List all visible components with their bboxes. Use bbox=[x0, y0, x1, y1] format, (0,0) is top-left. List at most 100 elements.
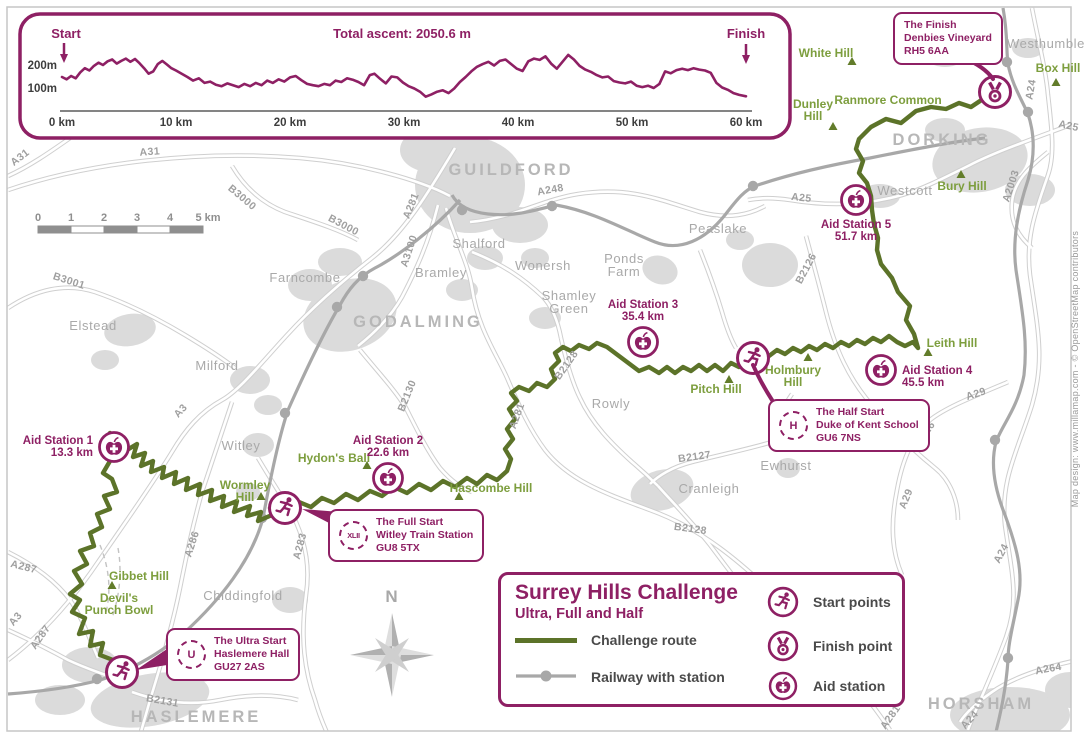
village-label: Milford bbox=[195, 358, 238, 373]
railway-station-dot bbox=[357, 270, 369, 282]
road-label: A25 bbox=[1057, 118, 1080, 134]
road-label: A31 bbox=[139, 145, 160, 158]
aid-station-marker-4 bbox=[865, 354, 897, 386]
hill-label: Hydon's Ball bbox=[298, 451, 370, 465]
village-label: Farm bbox=[608, 264, 641, 279]
hill-label: Dunley bbox=[793, 97, 833, 111]
road-label: B2128 bbox=[673, 521, 707, 537]
railway-station-dot bbox=[1022, 106, 1034, 118]
x-axis-tick: 40 km bbox=[502, 117, 535, 129]
railway-station-dot bbox=[1001, 56, 1013, 68]
hill-label: Hill bbox=[784, 375, 803, 389]
legend: Surrey Hills Challenge Ultra, Full and H… bbox=[498, 572, 905, 707]
half-callout-pointer bbox=[751, 363, 774, 402]
full-callout-postcode: GU8 5TX bbox=[376, 542, 420, 554]
finish-marker bbox=[978, 75, 1012, 109]
hill-label: Box Hill bbox=[1036, 61, 1081, 75]
half-callout-postcode: GU6 7NS bbox=[816, 432, 861, 444]
village-label: Elstead bbox=[69, 318, 117, 333]
x-axis-tick: 10 km bbox=[160, 117, 193, 129]
road-label: A3 bbox=[172, 402, 190, 421]
town-label: GUILDFORD bbox=[448, 161, 573, 179]
scale-bar-label: 1 bbox=[68, 212, 74, 224]
hill-label: Holmbury bbox=[765, 363, 821, 377]
aid-station-name: Aid Station 2 bbox=[353, 435, 423, 447]
aid-station-marker-1 bbox=[98, 431, 130, 463]
hill-triangle-icon bbox=[1051, 78, 1061, 86]
village-label: Green bbox=[549, 301, 588, 316]
x-axis-tick: 30 km bbox=[388, 117, 421, 129]
legend-railway-label: Railway with station bbox=[591, 669, 725, 685]
finish-point-icon bbox=[766, 629, 800, 663]
y-axis-tick: 100m bbox=[28, 83, 57, 95]
scale-bar-label: 0 bbox=[35, 212, 41, 224]
railway-station-dot bbox=[91, 673, 103, 685]
aid-station-name: Aid Station 1 bbox=[23, 435, 94, 447]
railway-station-dot bbox=[546, 200, 558, 212]
finish-callout-title: The Finish bbox=[904, 19, 957, 31]
village-label: Chiddingfold bbox=[203, 588, 282, 603]
aid-station-marker-2 bbox=[372, 462, 404, 494]
finish-callout-postcode: RH5 6AA bbox=[904, 45, 949, 57]
full-start-callout: XLII The Full Start Witley Train Station… bbox=[328, 509, 485, 562]
road-label: B2131 bbox=[145, 692, 180, 710]
village-label: Shalford bbox=[452, 236, 505, 251]
aid-station-distance: 51.7 km bbox=[835, 231, 877, 243]
aid-station-name: Aid Station 5 bbox=[821, 219, 892, 231]
village-label: Cranleigh bbox=[678, 481, 739, 496]
scale-bar-label: 3 bbox=[134, 212, 140, 224]
hill-triangle-icon bbox=[256, 492, 266, 500]
ultra-callout-title: The Ultra Start bbox=[214, 635, 287, 647]
full-callout-title: The Full Start bbox=[376, 516, 444, 528]
full-callout-venue: Witley Train Station bbox=[376, 529, 474, 541]
total-ascent-label: Total ascent: 2050.6 m bbox=[333, 26, 471, 41]
finish-callout: The Finish Denbies Vineyard RH5 6AA bbox=[893, 12, 1003, 65]
legend-subtitle: Ultra, Full and Half bbox=[515, 606, 644, 622]
legend-route-label: Challenge route bbox=[591, 632, 697, 648]
legend-title: Surrey Hills Challenge bbox=[515, 581, 738, 604]
aid-station-icon bbox=[766, 669, 800, 703]
hill-label: Devil's bbox=[100, 591, 139, 605]
half-callout-venue: Duke of Kent School bbox=[816, 419, 919, 431]
road-label: A264 bbox=[1034, 661, 1062, 677]
road-label: A24 bbox=[1023, 78, 1038, 100]
ultra-callout-venue: Haslemere Hall bbox=[214, 648, 290, 660]
aid-station-distance: 22.6 km bbox=[367, 447, 409, 459]
compass-rose: N bbox=[350, 587, 434, 697]
town-label: DORKING bbox=[893, 131, 992, 149]
road-label: A29 bbox=[964, 385, 987, 403]
elevation-line bbox=[60, 53, 748, 98]
railway-station-dot bbox=[279, 407, 291, 419]
village-label: Peaslake bbox=[689, 221, 747, 236]
hill-triangle-icon bbox=[847, 57, 857, 65]
hill-label: Hill bbox=[804, 109, 823, 123]
hill-label: Ranmore Common bbox=[834, 93, 941, 107]
hill-triangle-icon bbox=[923, 348, 933, 356]
start-marker-2 bbox=[268, 491, 302, 525]
hill-label: Bury Hill bbox=[937, 179, 986, 193]
hill-triangle-icon bbox=[724, 375, 734, 383]
hill-label: Pitch Hill bbox=[690, 382, 741, 396]
x-axis-tick: 60 km bbox=[730, 117, 763, 129]
ultra-callout-postcode: GU27 2AS bbox=[214, 661, 265, 673]
legend-finish-label: Finish point bbox=[813, 638, 893, 654]
road-label: A286 bbox=[182, 530, 202, 559]
finish-arrow-icon bbox=[742, 55, 750, 64]
railway-station-dot bbox=[456, 204, 468, 216]
railway-station-dot bbox=[1002, 652, 1014, 664]
half-callout-title: The Half Start bbox=[816, 406, 885, 418]
road-label: A287 bbox=[9, 558, 38, 576]
village-label: Wonersh bbox=[515, 258, 571, 273]
town-label: GODALMING bbox=[353, 313, 483, 331]
half-start-callout: H The Half Start Duke of Kent School GU6… bbox=[768, 399, 930, 452]
aid-station-distance: 45.5 km bbox=[902, 377, 944, 389]
profile-finish-label: Finish bbox=[727, 26, 765, 41]
hill-label: Leith Hill bbox=[927, 336, 978, 350]
aid-station-name: Aid Station 4 bbox=[902, 365, 973, 377]
ultra-badge-icon: U bbox=[177, 640, 206, 669]
hill-label: Hascombe Hill bbox=[450, 481, 533, 495]
y-axis-tick: 200m bbox=[28, 60, 57, 72]
scale-bar-label: 4 bbox=[167, 212, 174, 224]
